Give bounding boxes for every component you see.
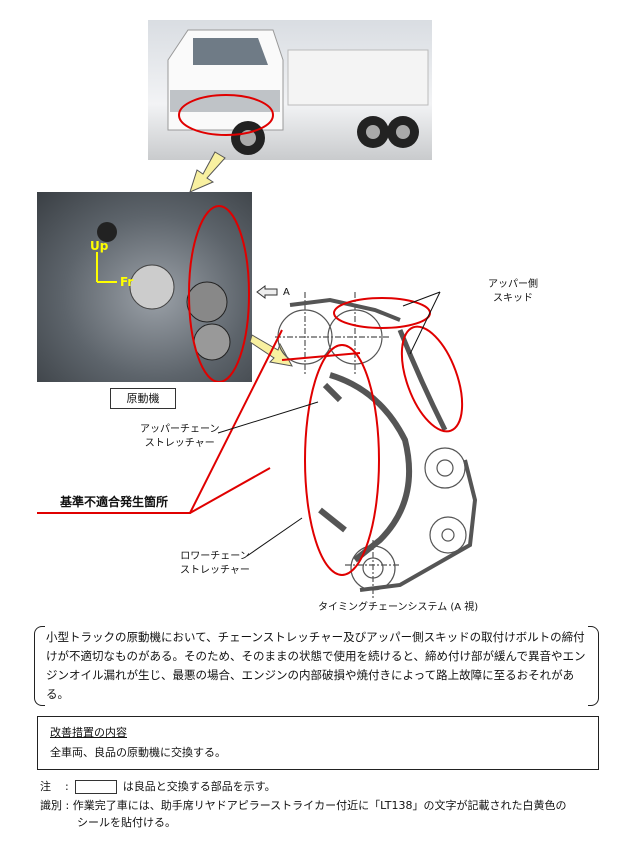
legend-box: [74, 780, 117, 794]
truck-photo: [148, 20, 432, 160]
remedy-heading: 改善措置の内容: [50, 726, 127, 739]
upper-tensioner-label: アッパーチェーンストレッチャー: [140, 424, 220, 449]
front-axis-label: Fr: [120, 275, 133, 289]
truck-engine-highlight: [178, 94, 274, 136]
id-text-1: 作業完了車には、助手席リヤドアピラーストライカー付近に「LT138」の文字が記載…: [72, 799, 567, 812]
id-label: 識別: [40, 799, 62, 812]
timing-chain-diagram: [37, 291, 478, 600]
lower-tensioner-label: ロワーチェーンストレッチャー: [180, 551, 250, 576]
upper-skid-label: アッパー側スキッド: [488, 279, 538, 304]
diagram-caption: タイミングチェーンシステム (A 視): [318, 602, 479, 613]
engine-photo: Up Fr: [37, 192, 252, 383]
view-marker: A: [283, 287, 290, 298]
defect-summary: 小型トラックの原動機において、チェーンストレッチャー及びアッパー側スキッドの取付…: [46, 630, 586, 701]
note-line: 注:は良品と交換する部品を示す。: [40, 780, 276, 794]
left-bracket: [34, 626, 45, 706]
truck-illustration: [167, 29, 429, 155]
engine-label: 原動機: [110, 388, 176, 409]
right-bracket: [588, 626, 599, 706]
remedy-box: 改善措置の内容 全車両、良品の原動機に交換する。: [37, 716, 599, 770]
note-text: は良品と交換する部品を示す。: [122, 780, 276, 793]
defect-location-label: 基準不適合発生箇所: [60, 495, 169, 509]
identification-line: 識別 : 作業完了車には、助手席リヤドアピラーストライカー付近に「LT138」の…: [40, 799, 567, 812]
down-arrow-icon: [189, 151, 226, 193]
defect-highlights: [37, 297, 464, 576]
view-arrow-icon: [256, 285, 278, 299]
note-label: 注: [40, 780, 51, 793]
id-text-2: シールを貼付ける。: [77, 816, 176, 829]
up-axis-label: Up: [90, 239, 109, 253]
remedy-body: 全車両、良品の原動機に交換する。: [50, 746, 226, 759]
